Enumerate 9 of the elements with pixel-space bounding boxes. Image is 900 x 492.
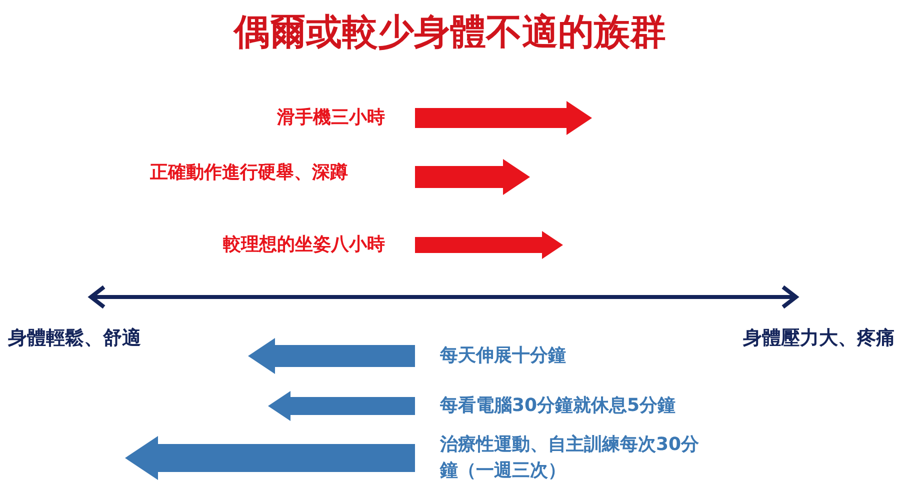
activity-label: 較理想的坐姿八小時 [222, 233, 385, 257]
habit-label: 每看電腦30分鐘就休息5分鐘 [440, 394, 677, 418]
title: 偶爾或較少身體不適的族群 [232, 11, 667, 55]
activity-label: 滑手機三小時 [276, 106, 385, 130]
habit-label: 治療性運動、自主訓練每次30分鐘（一週三次） [440, 433, 700, 483]
axis-end-label: 身體壓力大、疼痛 [742, 326, 895, 351]
axis-end-label: 身體輕鬆、舒適 [8, 326, 142, 351]
habit-label: 每天伸展十分鐘 [440, 344, 567, 368]
activity-label: 正確動作進行硬舉、深蹲 [150, 161, 349, 185]
